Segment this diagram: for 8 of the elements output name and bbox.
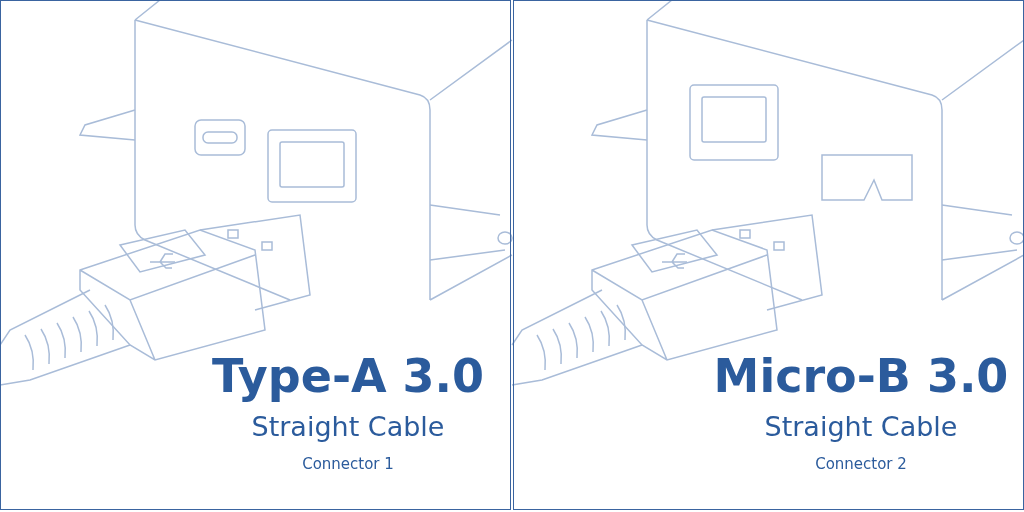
connector-caption: Connector 1	[301, 454, 395, 475]
cable-type-subtitle: Straight Cable	[250, 410, 446, 444]
panel	[513, 0, 1024, 510]
connector-type-title: Type-A 3.0	[210, 348, 486, 405]
panel	[0, 0, 511, 510]
cable-type-subtitle: Straight Cable	[763, 410, 959, 444]
connector-type-title: Micro-B 3.0	[712, 348, 1010, 405]
connector-caption: Connector 2	[814, 454, 908, 475]
